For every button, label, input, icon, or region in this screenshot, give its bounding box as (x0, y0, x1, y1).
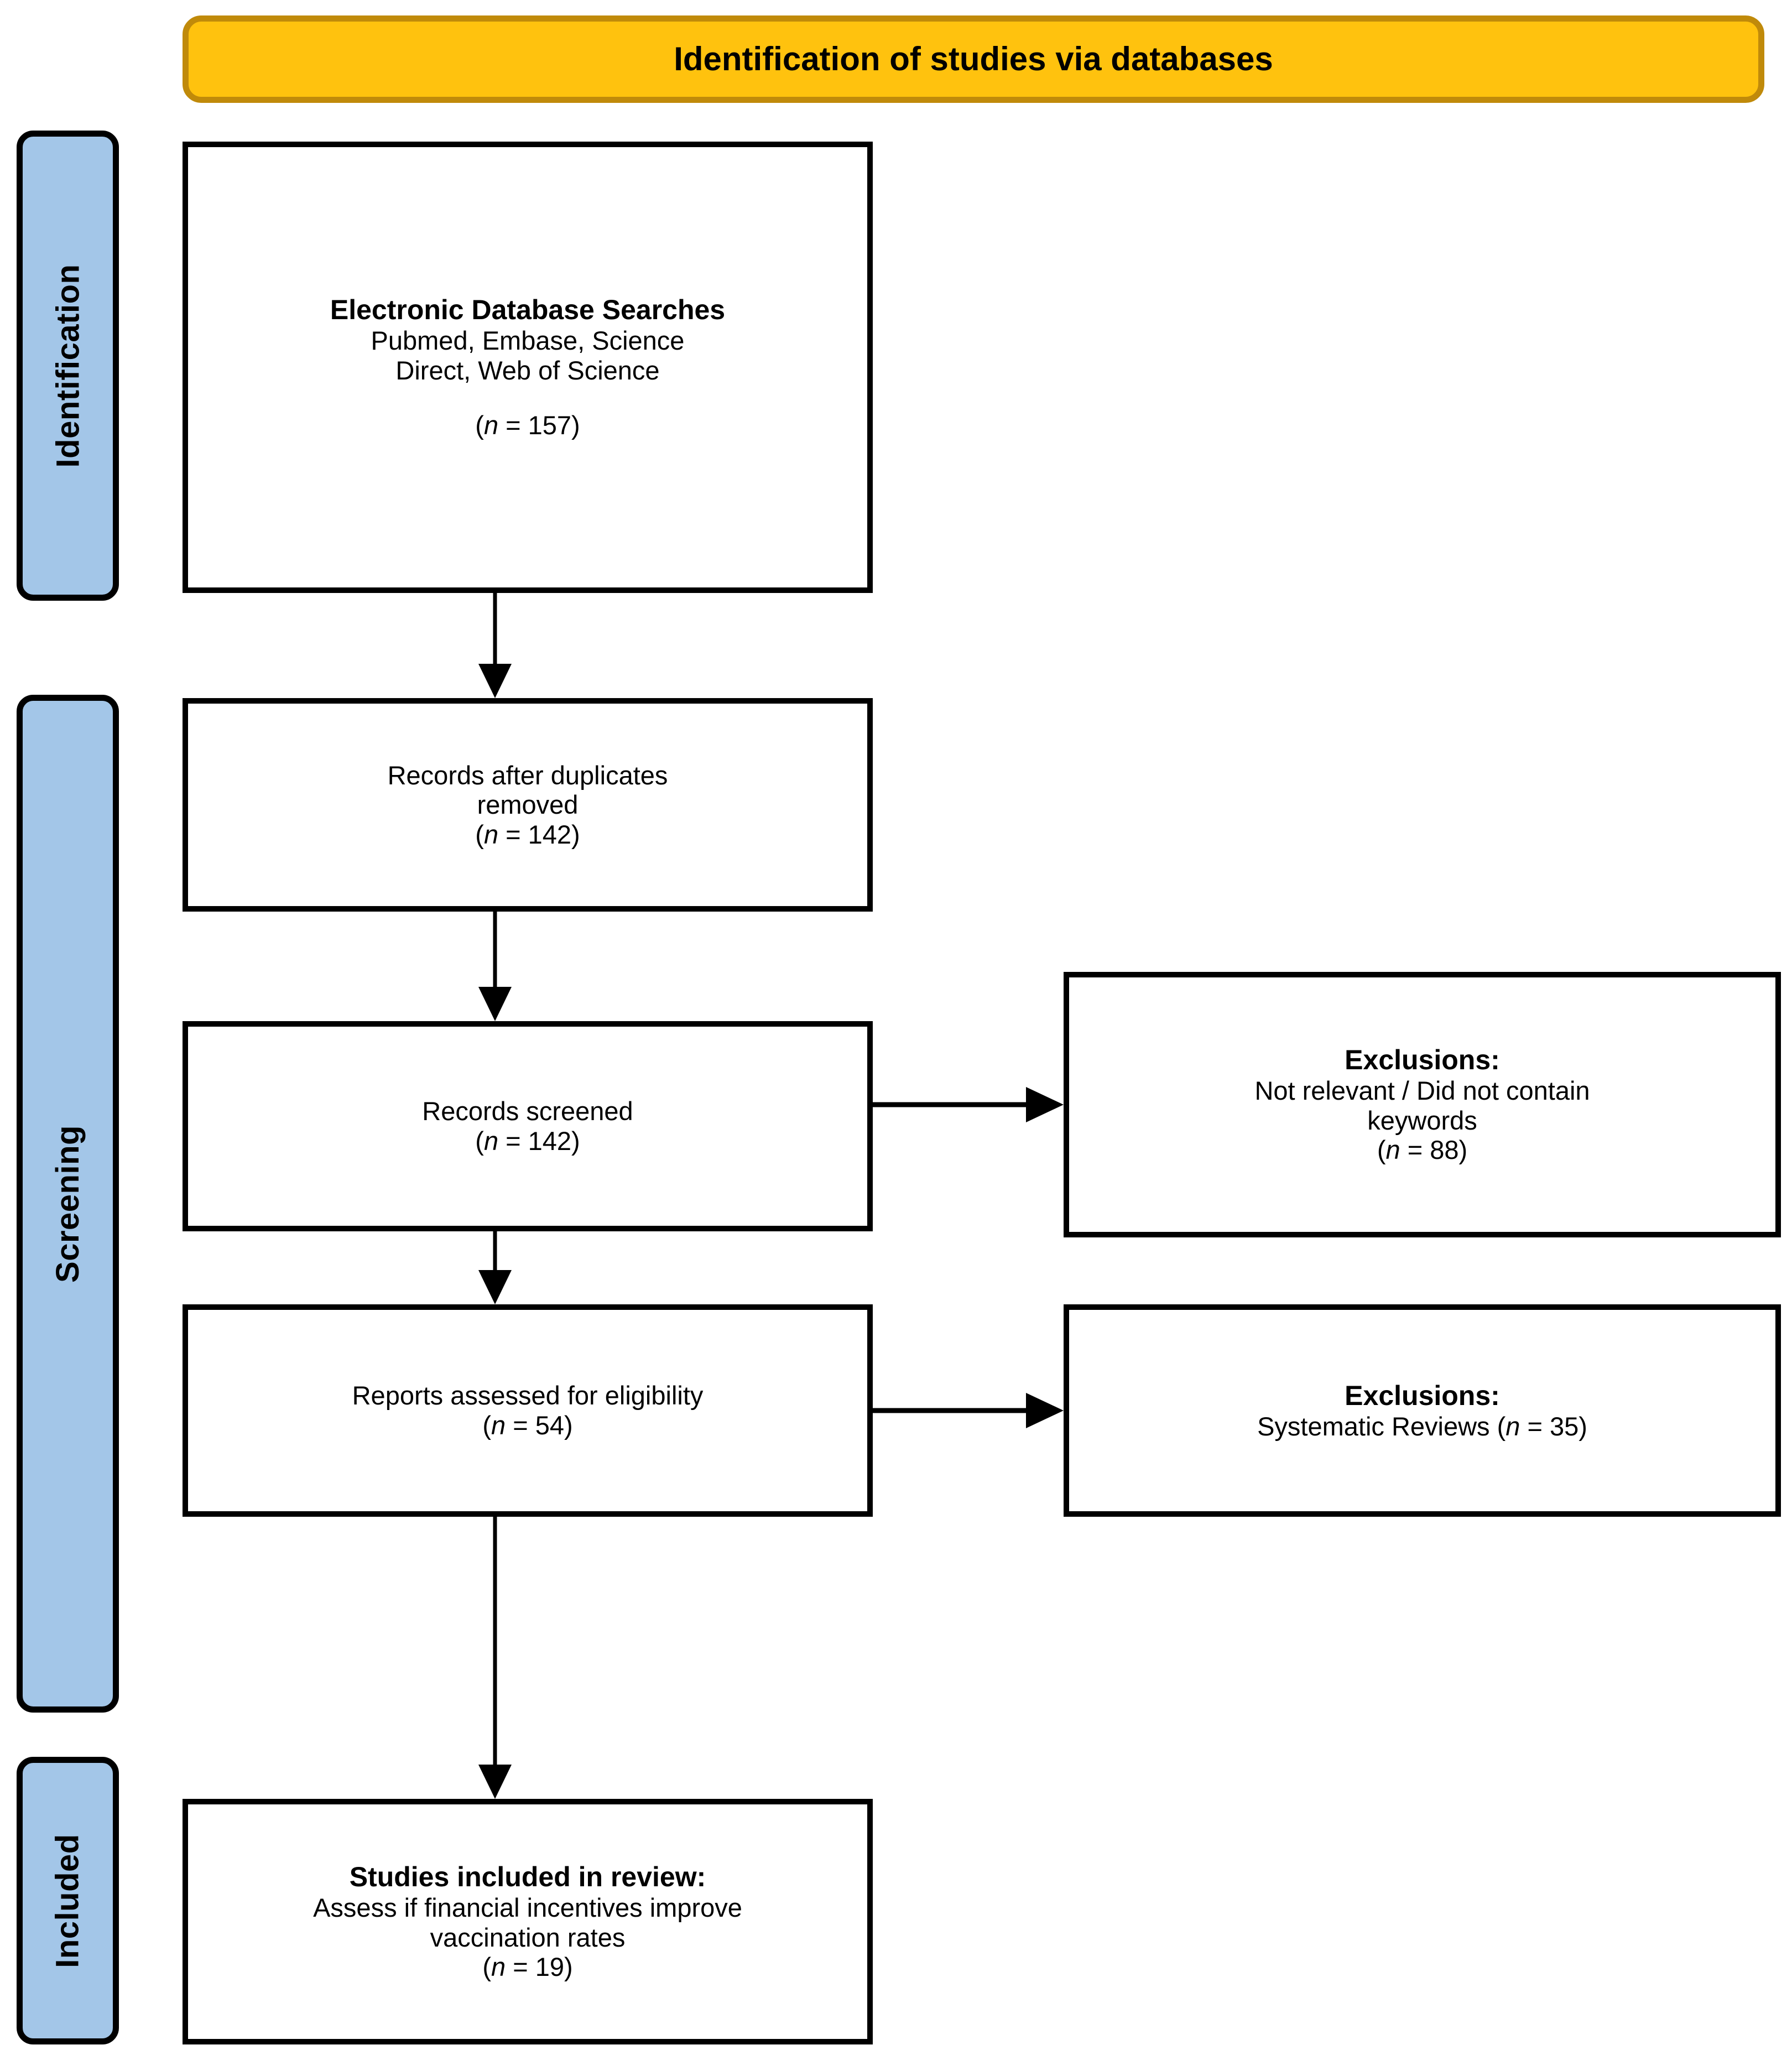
box-duplicates-line2: removed (477, 790, 579, 820)
arrow-eligible-to-included (478, 1517, 512, 1799)
box-records-screened: Records screened (n = 142) (183, 1021, 873, 1231)
box-excl-eligible-heading: Exclusions: (1345, 1380, 1500, 1411)
box-reports-assessed-for-eligibility: Reports assessed for eligibility (n = 54… (183, 1304, 873, 1517)
stage-label-screening: Screening (17, 695, 119, 1713)
box-excl-eligible-line1: Systematic Reviews (n = 35) (1257, 1411, 1587, 1441)
box-eligible-count: (n = 54) (482, 1411, 573, 1440)
box-databases-line2: Direct, Web of Science (395, 355, 660, 385)
box-studies-included-in-review: Studies included in review: Assess if fi… (183, 1799, 873, 2044)
box-databases-line1: Pubmed, Embase, Science (371, 326, 685, 356)
box-exclusions-eligibility: Exclusions: Systematic Reviews (n = 35) (1064, 1304, 1781, 1517)
box-duplicates-count: (n = 142) (475, 819, 580, 849)
box-included-heading: Studies included in review: (349, 1861, 706, 1893)
arrow-duplicates-to-screened (478, 912, 512, 1021)
arrow-screened-to-eligible (478, 1231, 512, 1304)
box-included-line2: vaccination rates (430, 1922, 626, 1952)
box-records-after-duplicates-removed: Records after duplicates removed (n = 14… (183, 698, 873, 912)
arrow-databases-to-duplicates (478, 593, 512, 698)
stage-label-identification: Identification (17, 131, 119, 601)
box-databases-heading: Electronic Database Searches (330, 294, 726, 326)
arrow-eligible-to-exclusions (873, 1393, 1064, 1428)
arrow-screened-to-exclusions (873, 1087, 1064, 1122)
box-excl-screened-heading: Exclusions: (1345, 1044, 1500, 1076)
stage-label-included: Included (17, 1757, 119, 2044)
box-eligible-line1: Reports assessed for eligibility (352, 1381, 704, 1411)
box-screened-count: (n = 142) (475, 1126, 580, 1156)
box-included-count: (n = 19) (482, 1952, 573, 1982)
stage-label-identification-text: Identification (50, 264, 86, 467)
box-exclusions-screening: Exclusions: Not relevant / Did not conta… (1064, 972, 1781, 1237)
diagram-title: Identification of studies via databases (674, 40, 1273, 77)
stage-label-screening-text: Screening (50, 1125, 86, 1283)
box-included-line1: Assess if financial incentives improve (313, 1893, 742, 1923)
stage-label-included-text: Included (50, 1833, 86, 1968)
box-databases-count: (n = 157) (475, 410, 580, 440)
box-screened-line1: Records screened (422, 1096, 633, 1126)
box-excl-screened-count: (n = 88) (1377, 1135, 1468, 1165)
box-excl-screened-line2: keywords (1367, 1105, 1477, 1135)
box-duplicates-line1: Records after duplicates (387, 760, 668, 790)
box-excl-screened-line1: Not relevant / Did not contain (1254, 1076, 1590, 1106)
box-electronic-database-searches: Electronic Database Searches Pubmed, Emb… (183, 142, 873, 593)
diagram-header-banner: Identification of studies via databases (183, 15, 1764, 103)
